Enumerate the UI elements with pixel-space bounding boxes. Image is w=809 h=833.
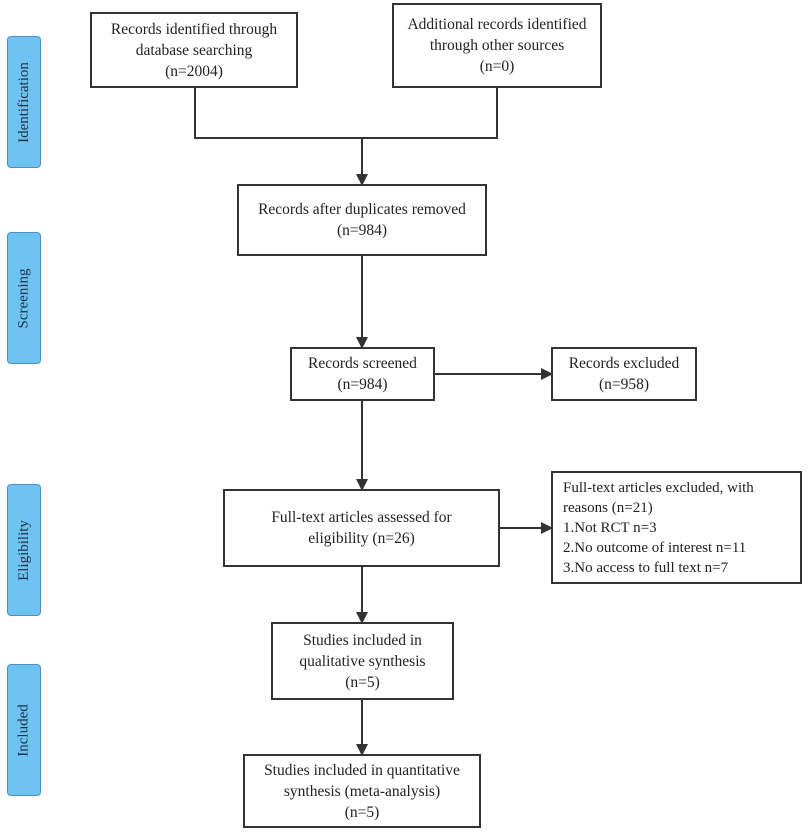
box-database-records: Records identified through database sear… <box>90 12 298 88</box>
quantitative-line-2: synthesis (meta-analysis) <box>283 782 441 800</box>
fulltext-excluded-reason-1: 1.Not RCT n=3 <box>563 519 657 536</box>
box-records-screened: Records screened (n=984) <box>290 347 435 401</box>
box-qualitative-synthesis: Studies included in qualitative synthesi… <box>271 622 454 700</box>
stage-eligibility: Eligibility <box>7 484 41 616</box>
box-quantitative-synthesis: Studies included in quantitative synthes… <box>243 754 481 828</box>
box-fulltext-excluded: Full-text articles excluded, with reason… <box>551 471 802 584</box>
database-line-2: database searching <box>135 41 253 59</box>
database-line-1: Records identified through <box>110 20 278 38</box>
fulltext-excluded-line-2: reasons (n=21) <box>563 499 653 516</box>
quantitative-count: (n=5) <box>344 803 380 821</box>
other-sources-line-2: through other sources <box>429 37 565 54</box>
fulltext-excluded-line-1: Full-text articles excluded, with <box>563 479 754 496</box>
stage-screening: Screening <box>7 232 41 364</box>
box-duplicates-removed: Records after duplicates removed (n=984) <box>237 184 487 256</box>
qualitative-line-1: Studies included in <box>303 631 422 649</box>
stage-included: Included <box>7 664 41 796</box>
duplicates-line-1: Records after duplicates removed <box>258 201 466 218</box>
box-other-sources: Additional records identified through ot… <box>392 3 602 88</box>
excluded-line-1: Records excluded <box>568 355 680 372</box>
box-records-excluded: Records excluded (n=958) <box>551 347 697 401</box>
duplicates-count: (n=984) <box>336 222 388 239</box>
screened-line-1: Records screened <box>308 355 417 372</box>
fulltext-line-2: eligibility (n=26) <box>308 530 415 547</box>
stage-identification: Identification <box>7 36 41 168</box>
quantitative-line-1: Studies included in quantitative <box>264 761 460 779</box>
fulltext-excluded-reason-3: 3.No access to full text n=7 <box>563 559 729 576</box>
qualitative-count: (n=5) <box>345 673 380 691</box>
qualitative-line-2: qualitative synthesis <box>299 652 426 670</box>
fulltext-line-1: Full-text articles assessed for <box>271 509 452 526</box>
box-fulltext-assessed: Full-text articles assessed for eligibil… <box>223 489 500 567</box>
fulltext-excluded-reason-2: 2.No outcome of interest n=11 <box>563 539 747 556</box>
other-sources-count: (n=0) <box>479 58 515 75</box>
merge-connector <box>194 88 498 139</box>
other-sources-line-1: Additional records identified <box>407 16 587 33</box>
database-count: (n=2004) <box>165 62 223 80</box>
screened-count: (n=984) <box>337 376 388 393</box>
excluded-count: (n=958) <box>598 376 650 393</box>
